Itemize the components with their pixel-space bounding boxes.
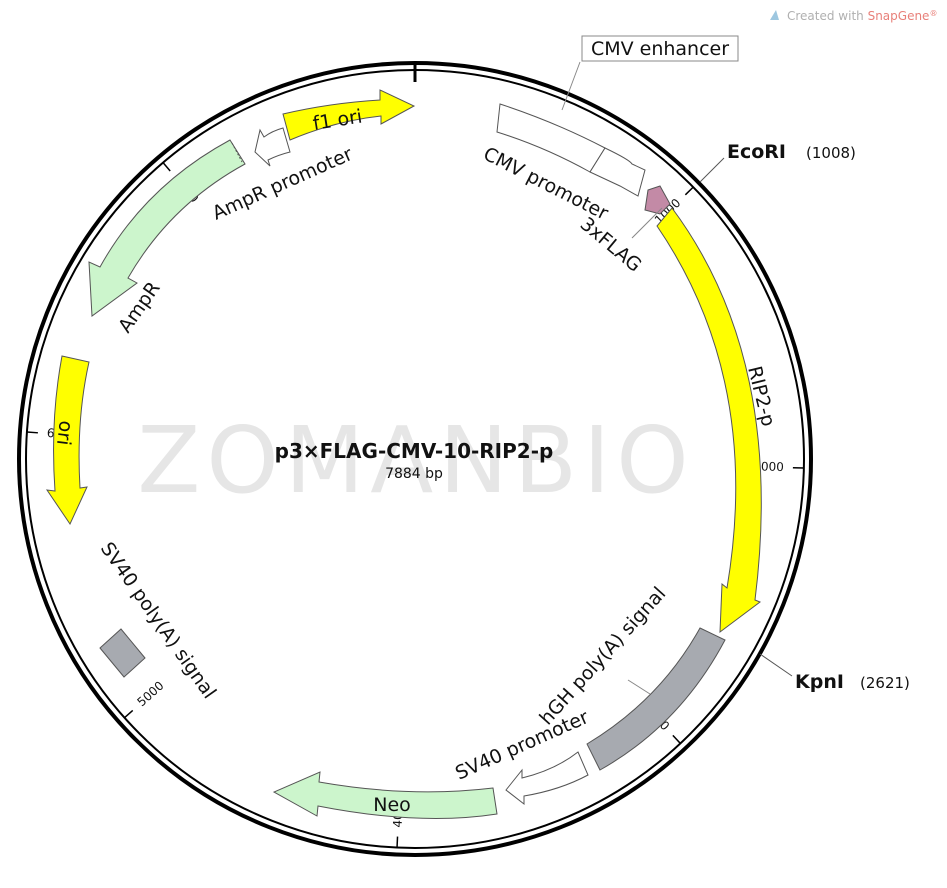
neo-label: Neo — [373, 794, 411, 816]
tick-mark-3000 — [672, 734, 681, 744]
ori-label: ori — [52, 419, 77, 446]
cmv-promoter-arrow — [589, 147, 646, 197]
watermark-text: ZOMANBIO — [137, 407, 694, 514]
plasmid-name: p3×FLAG-CMV-10-RIP2-p — [275, 439, 554, 463]
cmv-enhancer-label: CMV enhancer — [591, 38, 729, 60]
kpni-leader — [759, 653, 793, 677]
tick-mark-5000 — [124, 709, 134, 719]
neo-arrow — [272, 771, 498, 819]
tick-label-5000: 5000 — [134, 679, 166, 710]
credit-prefix: Created with — [787, 9, 868, 23]
flag-label: 3xFLAG — [576, 213, 646, 277]
f1-ori-arrow — [282, 89, 416, 141]
sv40-polya-label: SV40 poly(A) signal — [96, 538, 220, 703]
rip2-arrow — [656, 207, 762, 634]
sv40-promoter-arrow — [505, 751, 589, 806]
ampr-divider — [231, 142, 243, 163]
ecori-leader — [699, 157, 725, 183]
plasmid-size: 7884 bp — [385, 466, 443, 482]
ampr-arrow — [88, 139, 246, 317]
kpni-site-label: KpnI — [795, 671, 844, 693]
tick-mark-1000 — [684, 186, 694, 196]
flag-leader — [631, 207, 663, 239]
ecori-site-label: EcoRI — [727, 141, 786, 163]
flag-arrow — [644, 185, 671, 215]
tick-mark-4000 — [396, 836, 399, 848]
cmv-enhancer-label-box — [581, 35, 739, 62]
cmv-enhancer-leader — [561, 61, 581, 111]
credit-brand: SnapGene — [868, 9, 930, 23]
snapgene-logo-icon — [770, 10, 779, 20]
ampr-promoter-arrow — [254, 127, 291, 167]
credit-text: Created with SnapGene® — [787, 9, 937, 23]
ecori-site-position: (1008) — [806, 144, 856, 162]
hgh-polya-box — [586, 627, 726, 771]
hgh-polya-leader — [627, 679, 651, 695]
tick-mark-6000 — [26, 431, 38, 434]
ori-arrow — [45, 355, 90, 526]
sv40-polya-box — [99, 628, 146, 678]
tick-mark-7000 — [162, 162, 171, 172]
credit-mark: ® — [929, 9, 937, 18]
kpni-site-position: (2621) — [860, 674, 910, 692]
